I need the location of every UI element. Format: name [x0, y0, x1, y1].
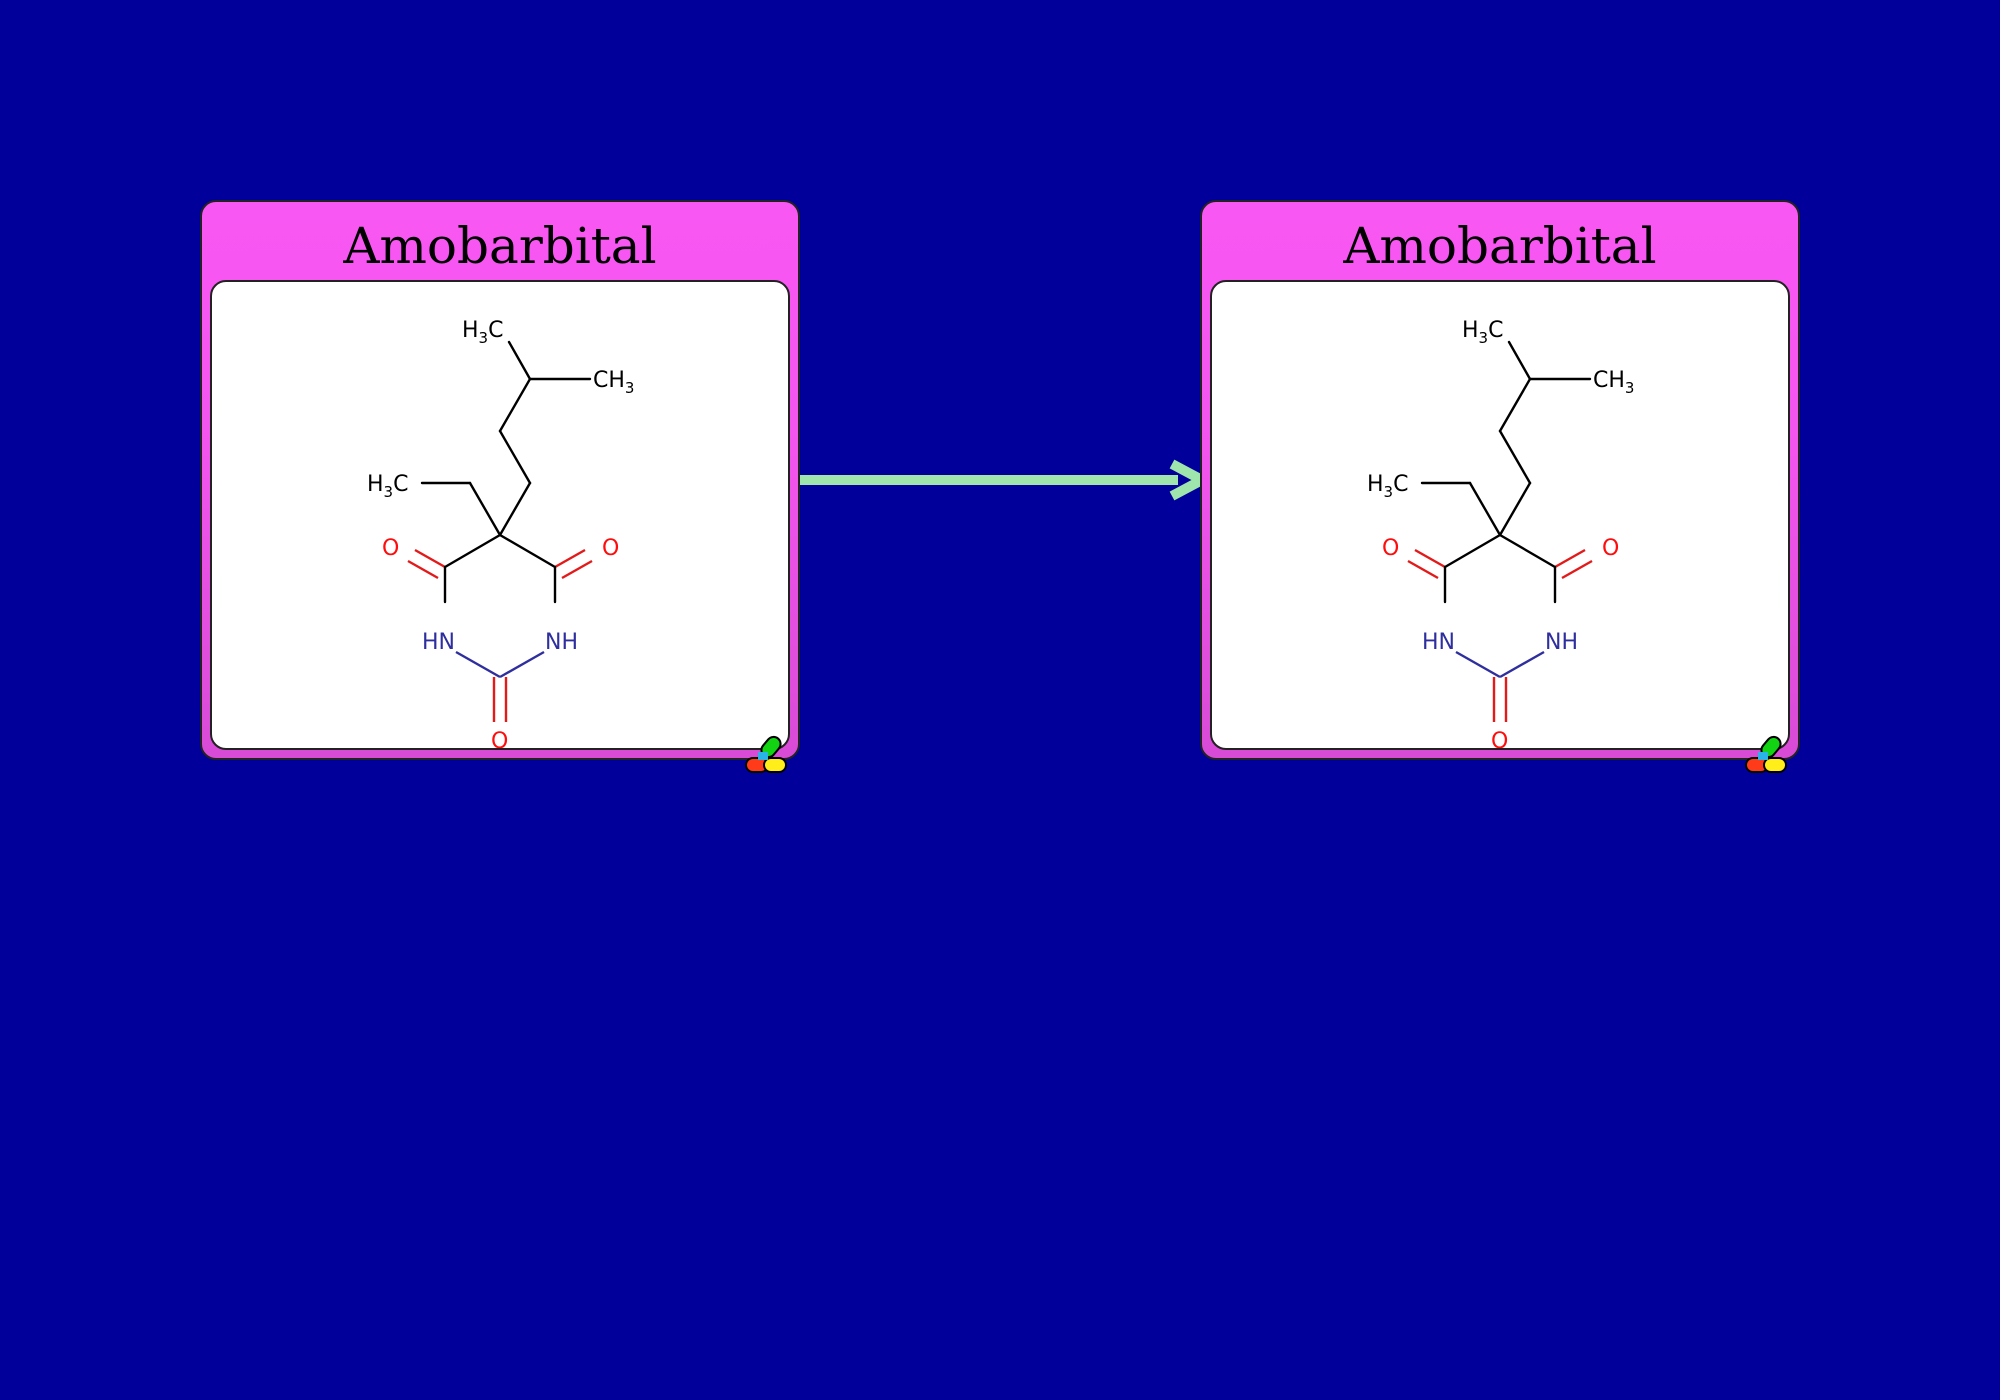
molecule-structure: H3C CH3 H3C O O HN NH O: [1367, 318, 1634, 750]
atom-o-bottom: O: [1491, 729, 1508, 750]
atom-ch3-right: CH3: [593, 368, 634, 397]
atom-nh-right: NH: [1545, 630, 1578, 655]
drug-pill-icon: [1745, 735, 1787, 773]
atom-hn-left: HN: [422, 630, 455, 655]
compound-node-right[interactable]: Amobarbital H3C CH3 H3C O O: [1200, 200, 1800, 773]
atom-h3c-top: H3C: [462, 318, 503, 347]
atom-h3c-left: H3C: [367, 472, 408, 501]
molecule-structure: H3C CH3 H3C O O HN NH O: [367, 318, 634, 750]
structure-panel: H3C CH3 H3C O O HN NH O: [210, 280, 790, 750]
atom-o-right: O: [1602, 536, 1619, 561]
structure-panel: H3C CH3 H3C O O HN NH O: [1210, 280, 1790, 750]
compound-title: Amobarbital: [343, 217, 657, 275]
atom-o-left: O: [382, 536, 399, 561]
atom-ch3-right: CH3: [1593, 368, 1634, 397]
atom-h3c-top: H3C: [1462, 318, 1503, 347]
atom-o-right: O: [602, 536, 619, 561]
atom-o-bottom: O: [491, 729, 508, 750]
atom-h3c-left: H3C: [1367, 472, 1408, 501]
atom-hn-left: HN: [1422, 630, 1455, 655]
compound-node-left[interactable]: Amobarbital: [200, 200, 800, 773]
drug-pill-icon: [745, 735, 787, 773]
atom-o-left: O: [1382, 536, 1399, 561]
atom-nh-right: NH: [545, 630, 578, 655]
compound-title: Amobarbital: [1343, 217, 1657, 275]
